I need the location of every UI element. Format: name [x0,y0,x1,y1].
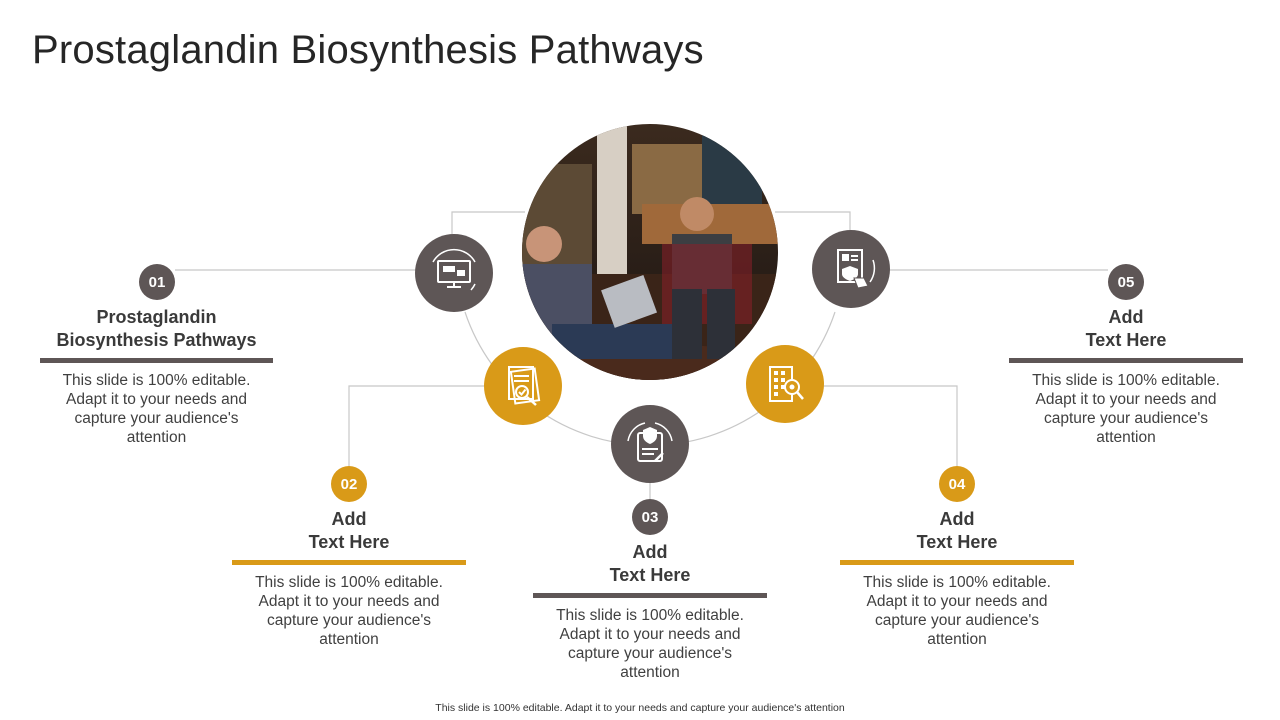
step-heading-01: Prostaglandin Biosynthesis Pathways [56,307,257,350]
step-divider-05 [1009,358,1243,363]
document-hand-icon [812,230,890,308]
step-divider-01 [40,358,273,363]
center-photo [522,124,778,380]
step-divider-04 [840,560,1074,565]
step-heading-03: Add Text Here [609,542,691,585]
step-body-01: This slide is 100% editable. Adapt it to… [62,372,251,446]
step-body-02: This slide is 100% editable. Adapt it to… [255,574,443,648]
slide-title: Prostaglandin Biosynthesis Pathways [32,28,704,72]
step-block-04: Add Text Here This slide is 100% editabl… [840,508,1074,649]
step-block-02: Add Text Here This slide is 100% editabl… [232,508,466,649]
step-heading-05: Add Text Here [1085,307,1167,350]
step-heading-02: Add Text Here [308,509,390,552]
step-divider-02 [232,560,466,565]
shield-clipboard-icon [611,405,689,483]
building-search-icon [746,345,824,423]
step-number-02: 02 [331,466,367,502]
step-number-05: 05 [1108,264,1144,300]
footer-note: This slide is 100% editable. Adapt it to… [435,702,845,714]
step-heading-04: Add Text Here [916,509,998,552]
step-number-04: 04 [939,466,975,502]
step-number-03: 03 [632,499,668,535]
step-divider-03 [533,593,767,598]
step-body-05: This slide is 100% editable. Adapt it to… [1032,372,1220,446]
checklist-magnifier-icon [484,347,562,425]
connector-04 [823,385,958,466]
connector-01-top [451,211,525,234]
connector-02 [348,385,484,466]
step-number-01: 01 [139,264,175,300]
step-body-03: This slide is 100% editable. Adapt it to… [556,607,744,681]
step-block-03: Add Text Here This slide is 100% editabl… [533,541,767,682]
monitor-icon [415,234,493,312]
step-body-04: This slide is 100% editable. Adapt it to… [863,574,1051,648]
connector-05-top [775,211,851,230]
step-block-05: Add Text Here This slide is 100% editabl… [1009,306,1243,447]
step-block-01: Prostaglandin Biosynthesis Pathways This… [40,306,273,447]
